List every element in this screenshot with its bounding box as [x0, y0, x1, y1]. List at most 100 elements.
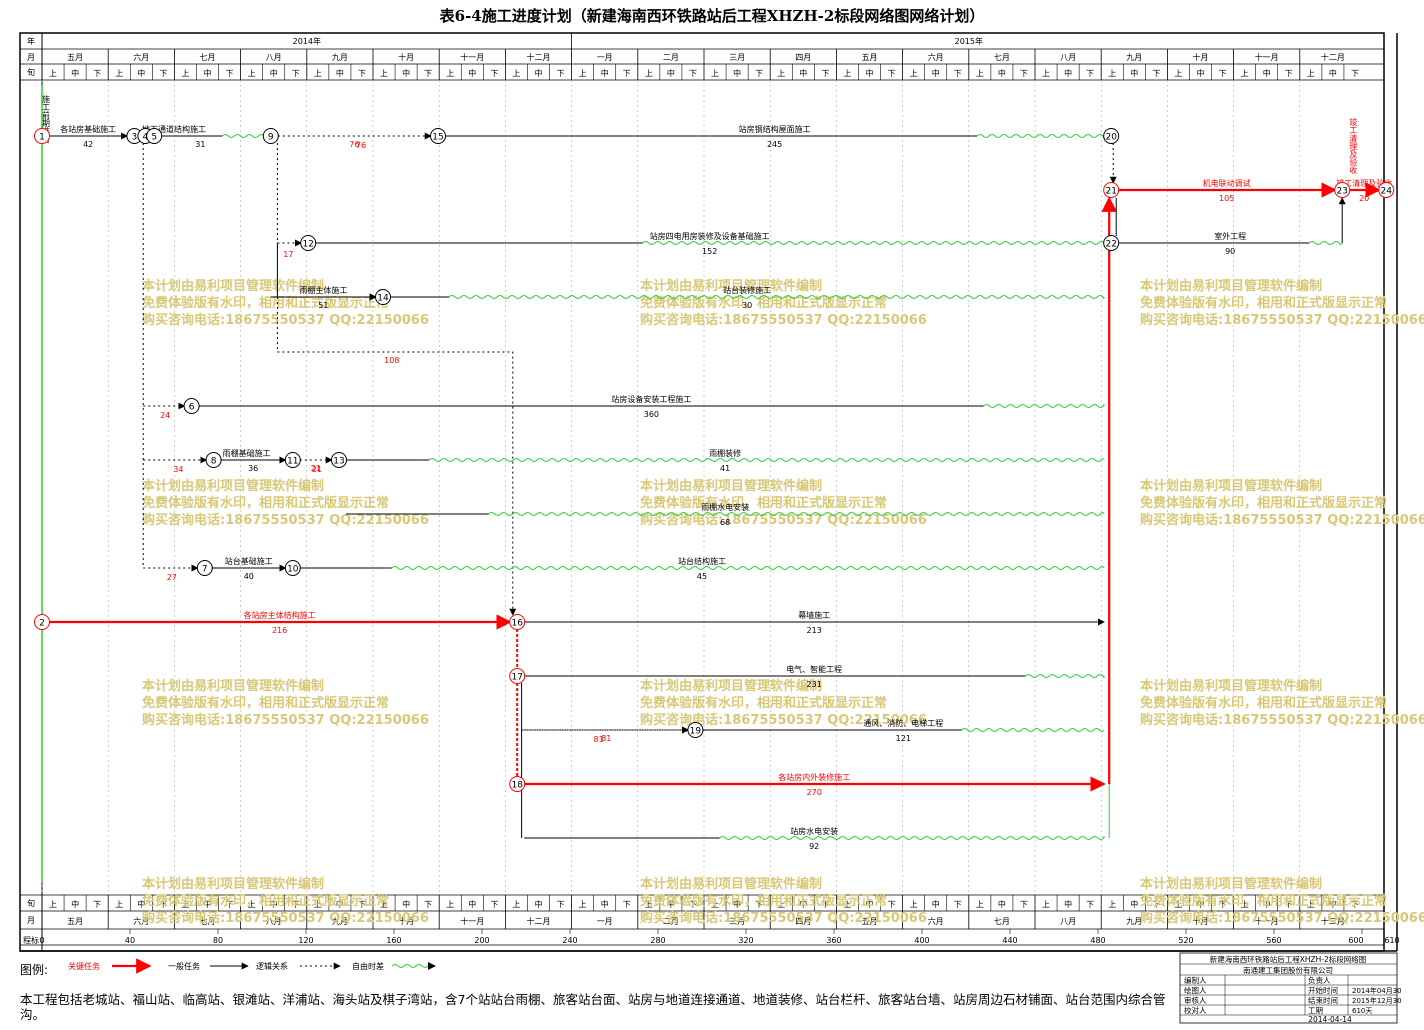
dekad-label: 上 — [645, 69, 653, 78]
activity-name: 电气、智能工程 — [786, 664, 842, 674]
scale-label: 320 — [738, 936, 753, 945]
watermark-text: 本计划由易利项目管理软件编制 — [142, 678, 324, 694]
activity-duration: 31 — [195, 140, 205, 149]
node-14: 14 — [375, 289, 391, 305]
header-label: 月 — [27, 916, 35, 925]
title-block-company: 南通建工集团股份有限公司 — [1243, 965, 1333, 975]
activity-duration: 42 — [83, 140, 93, 149]
dekad-label: 中 — [402, 899, 410, 909]
node-23: 23 — [1334, 182, 1351, 198]
month-label: 八月 — [266, 53, 282, 62]
dekad-label: 下 — [1152, 900, 1160, 909]
node-label: 9 — [268, 133, 274, 143]
dekad-label: 中 — [137, 68, 145, 78]
node-label: 24 — [1380, 187, 1392, 197]
activity-duration: 245 — [767, 140, 782, 149]
watermark-text: 免费体验版有水印，相用和正式版显示正常 — [640, 495, 887, 511]
month-label: 七月 — [994, 917, 1010, 926]
node-10: 10 — [284, 560, 301, 576]
scale-label: 560 — [1266, 936, 1281, 945]
watermark-text: 购买咨询电话:18675550537 QQ:22150066 — [142, 910, 429, 926]
tb-cell: 绘图人 — [1184, 985, 1207, 995]
dekad-label: 中 — [932, 899, 940, 909]
month-label: 六月 — [928, 916, 944, 926]
header-label: 旬 — [27, 67, 35, 77]
dekad-label: 下 — [821, 900, 829, 909]
dekad-label: 上 — [446, 900, 454, 909]
month-label: 五月 — [67, 53, 83, 62]
dekad-label: 下 — [888, 900, 896, 909]
watermark-text: 本计划由易利项目管理软件编制 — [640, 478, 822, 494]
activity-name: 各站房主体结构施工 — [244, 610, 316, 620]
dekad-label: 上 — [512, 69, 520, 78]
dekad-label: 下 — [689, 69, 697, 78]
node-label: 12 — [302, 240, 313, 250]
dekad-label: 中 — [1130, 899, 1138, 909]
free-float-wave — [428, 458, 1105, 462]
dekad-label: 中 — [71, 899, 79, 909]
watermark-text: 免费体验版有水印，相用和正式版显示正常 — [142, 893, 389, 909]
dekad-label: 中 — [204, 899, 212, 909]
free-float-wave — [642, 241, 1105, 245]
dekad-label: 下 — [623, 900, 631, 909]
dekad-label: 下 — [1219, 69, 1227, 78]
dekad-label: 上 — [843, 900, 851, 909]
dekad-label: 中 — [71, 68, 79, 78]
free-float-wave — [448, 295, 1105, 299]
node-circle — [196, 560, 213, 576]
activity-duration: 213 — [807, 626, 822, 635]
watermark-text: 购买咨询电话:18675550537 QQ:22150066 — [640, 312, 927, 328]
month-label: 十二月 — [1321, 52, 1345, 62]
dekad-label: 上 — [1042, 69, 1050, 78]
node-circle — [284, 560, 301, 576]
tb-cell: 开始时间 — [1308, 985, 1338, 995]
activity-name: 通风、消防、电梯工程 — [863, 718, 943, 728]
dekad-label: 下 — [1086, 900, 1094, 909]
node-circle — [262, 128, 279, 144]
dekad-label: 中 — [1064, 899, 1072, 909]
activity-duration: 105 — [1219, 194, 1234, 203]
dekad-label: 下 — [755, 69, 763, 78]
dekad-label: 中 — [1064, 68, 1072, 78]
watermark-text: 免费体验版有水印，相用和正式版显示正常 — [1140, 495, 1387, 511]
node-7: 7 — [196, 560, 213, 576]
watermark-text: 购买咨询电话:18675550537 QQ:22150066 — [1140, 312, 1424, 328]
watermark-text: 购买咨询电话:18675550537 QQ:22150066 — [1140, 512, 1424, 528]
dekad-label: 下 — [557, 69, 565, 78]
prep-label: 施工前期准备 — [42, 94, 51, 144]
month-label: 八月 — [266, 917, 282, 926]
activity-name: 室外工程 — [1214, 231, 1246, 241]
scale-label: 160 — [386, 936, 401, 945]
legend-text: 逻辑关系 — [256, 961, 288, 971]
watermark-text: 免费体验版有水印，相用和正式版显示正常 — [640, 695, 887, 711]
dekad-label: 中 — [799, 68, 807, 78]
float-duration: 108 — [384, 356, 399, 365]
dekad-label: 下 — [1020, 69, 1028, 78]
dekad-label: 中 — [667, 68, 675, 78]
free-float-wave — [983, 404, 1105, 408]
node-19: 19 — [687, 722, 704, 738]
dekad-label: 下 — [292, 900, 300, 909]
activity-name: 站房四电用房装修及设备基础施工 — [650, 231, 770, 241]
watermark-text: 购买咨询电话:18675550537 QQ:22150066 — [142, 512, 429, 528]
dekad-label: 下 — [1285, 900, 1293, 909]
node-circle — [284, 452, 301, 468]
node-label: 11 — [287, 457, 298, 467]
dekad-label: 下 — [226, 900, 234, 909]
activity-duration: 45 — [697, 572, 707, 581]
dekad-label: 下 — [954, 69, 962, 78]
title-block-project: 新建海南西环铁路站后工程XHZH-2标段网络图 — [1210, 954, 1367, 964]
dekad-label: 下 — [1351, 900, 1359, 909]
node-24: 24 — [1378, 182, 1395, 198]
year-label: 2014年 — [293, 36, 321, 46]
dekad-label: 中 — [733, 68, 741, 78]
activity-duration: 152 — [702, 247, 717, 256]
month-label: 十二月 — [527, 916, 551, 926]
